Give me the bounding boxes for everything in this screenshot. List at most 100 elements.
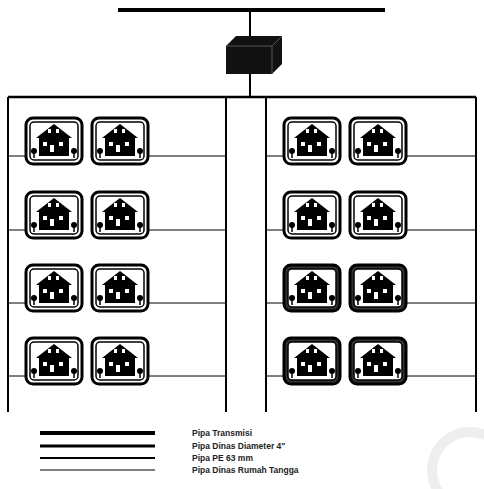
house-part xyxy=(114,203,117,207)
house-part xyxy=(397,371,399,378)
house-part xyxy=(367,216,371,220)
house-icon xyxy=(92,118,148,164)
house-part xyxy=(122,276,125,280)
house-part xyxy=(109,142,113,146)
house-part xyxy=(360,198,396,212)
legend-text: Pipa Dinas Diameter 4" xyxy=(192,441,285,451)
meter-box xyxy=(226,36,282,74)
house-part xyxy=(380,129,383,133)
legend-text: Pipa PE 63 mm xyxy=(192,453,253,463)
house-service-pipe xyxy=(148,230,226,231)
house-part xyxy=(301,216,305,220)
house-part xyxy=(26,118,82,164)
house-service-pipe xyxy=(406,156,476,157)
house-part xyxy=(314,129,317,133)
house-part xyxy=(308,219,312,226)
house-part xyxy=(317,362,321,366)
house-part xyxy=(331,151,333,158)
house-part xyxy=(284,338,340,384)
house-part xyxy=(114,349,117,353)
house-part xyxy=(102,271,138,285)
house-part xyxy=(109,289,113,293)
house-part xyxy=(363,285,393,303)
house-icon xyxy=(26,265,82,311)
house-icon xyxy=(26,338,82,384)
house-part xyxy=(96,269,144,307)
house-part xyxy=(48,203,51,207)
house-part xyxy=(354,122,402,160)
house-part xyxy=(125,142,129,146)
house-part xyxy=(291,225,293,232)
house-part xyxy=(314,349,317,353)
house-part xyxy=(48,276,51,280)
house-icon xyxy=(26,118,82,164)
house-part xyxy=(36,344,72,358)
house-icon xyxy=(350,192,406,238)
house-part xyxy=(297,138,327,156)
feed-pipe xyxy=(249,10,251,38)
house-part xyxy=(380,203,383,207)
house-part xyxy=(374,365,378,372)
house-icon xyxy=(92,265,148,311)
house-part xyxy=(116,145,120,152)
house-part xyxy=(363,138,393,156)
house-part xyxy=(357,371,359,378)
house-part xyxy=(116,365,120,372)
house-part xyxy=(114,129,117,133)
house-part xyxy=(308,365,312,372)
house-part xyxy=(122,349,125,353)
house-part xyxy=(397,298,399,305)
house-part xyxy=(33,225,35,232)
feed-pipe xyxy=(249,74,251,97)
house-part xyxy=(301,142,305,146)
house-part xyxy=(56,203,59,207)
house-part xyxy=(306,203,309,207)
house-part xyxy=(294,344,330,358)
house-service-pipe xyxy=(406,303,476,304)
house-service-pipe xyxy=(266,230,284,231)
house-part xyxy=(114,276,117,280)
house-part xyxy=(350,192,406,238)
house-part xyxy=(102,124,138,138)
house-part xyxy=(297,285,327,303)
main-distribution-pipe xyxy=(8,96,476,99)
house-part xyxy=(43,362,47,366)
house-part xyxy=(357,298,359,305)
house-part xyxy=(301,289,305,293)
house-part xyxy=(139,151,141,158)
house-part xyxy=(73,225,75,232)
house-part xyxy=(314,276,317,280)
house-icon xyxy=(284,265,340,311)
pe-pipe xyxy=(475,97,477,412)
house-part xyxy=(297,212,327,230)
house-part xyxy=(125,362,129,366)
house-part xyxy=(122,203,125,207)
house-part xyxy=(116,219,120,226)
house-part xyxy=(360,344,396,358)
house-part xyxy=(363,212,393,230)
house-part xyxy=(331,298,333,305)
house-part xyxy=(360,271,396,285)
house-part xyxy=(383,362,387,366)
house-part xyxy=(350,338,406,384)
house-part xyxy=(30,196,78,234)
house-part xyxy=(360,124,396,138)
transmission-pipe xyxy=(118,8,385,12)
house-group xyxy=(8,118,476,384)
house-part xyxy=(374,292,378,299)
house-part xyxy=(105,285,135,303)
house-service-pipe xyxy=(8,303,26,304)
house-part xyxy=(354,342,402,380)
house-part xyxy=(33,371,35,378)
house-part xyxy=(354,269,402,307)
house-part xyxy=(314,203,317,207)
house-part xyxy=(288,122,336,160)
legend-text: Pipa Transmisi xyxy=(192,428,252,438)
house-part xyxy=(36,124,72,138)
house-part xyxy=(36,271,72,285)
house-part xyxy=(357,225,359,232)
legend-text: Pipa Dinas Rumah Tangga xyxy=(192,465,299,475)
house-part xyxy=(99,225,101,232)
house-icon xyxy=(284,338,340,384)
house-part xyxy=(125,216,129,220)
